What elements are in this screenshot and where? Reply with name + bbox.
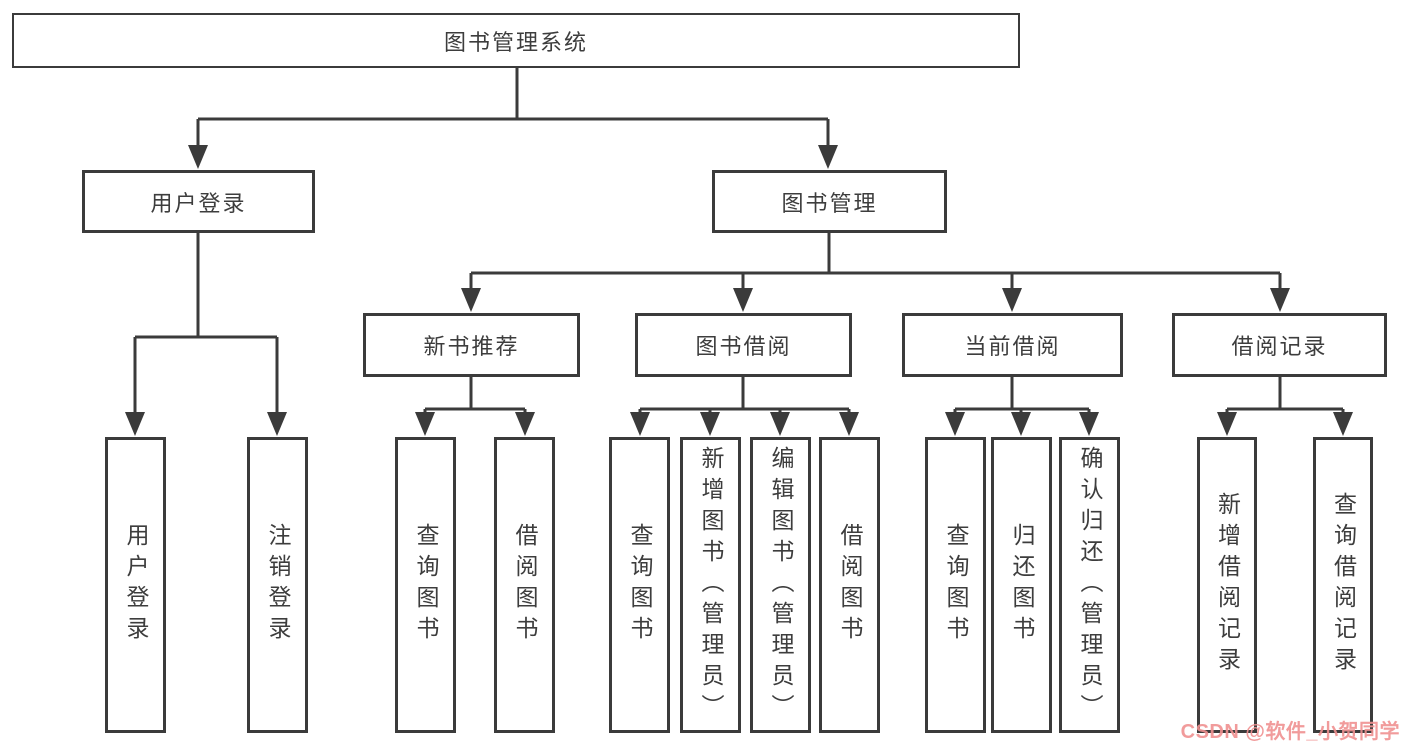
leaf-recommend-query-books: 查询图书 (395, 437, 456, 733)
csdn-watermark: CSDN @软件_小贺同学 (1180, 721, 1400, 743)
node-book-borrowing: 图书借阅 (635, 313, 852, 377)
node-library-system: 图书管理系统 (12, 13, 1020, 68)
node-user-login: 用户登录 (82, 170, 315, 233)
node-new-book-recommend: 新书推荐 (363, 313, 580, 377)
leaf-borrowing-add-books-admin: 新增图书（管理员） (680, 437, 741, 733)
leaf-records-add-record: 新增借阅记录 (1197, 437, 1257, 733)
leaf-current-confirm-return-admin: 确认归还（管理员） (1059, 437, 1120, 733)
leaf-logout: 注销登录 (247, 437, 308, 733)
node-book-management: 图书管理 (712, 170, 947, 233)
leaf-borrowing-borrow-books: 借阅图书 (819, 437, 880, 733)
leaf-borrowing-edit-books-admin: 编辑图书（管理员） (750, 437, 811, 733)
leaf-current-query-books: 查询图书 (925, 437, 986, 733)
leaf-borrowing-query-books: 查询图书 (609, 437, 670, 733)
node-current-borrowing: 当前借阅 (902, 313, 1123, 377)
leaf-recommend-borrow-books: 借阅图书 (494, 437, 555, 733)
leaf-user-login: 用户登录 (105, 437, 166, 733)
leaf-records-query-record: 查询借阅记录 (1313, 437, 1373, 733)
leaf-current-return-books: 归还图书 (991, 437, 1052, 733)
node-borrowing-records: 借阅记录 (1172, 313, 1387, 377)
